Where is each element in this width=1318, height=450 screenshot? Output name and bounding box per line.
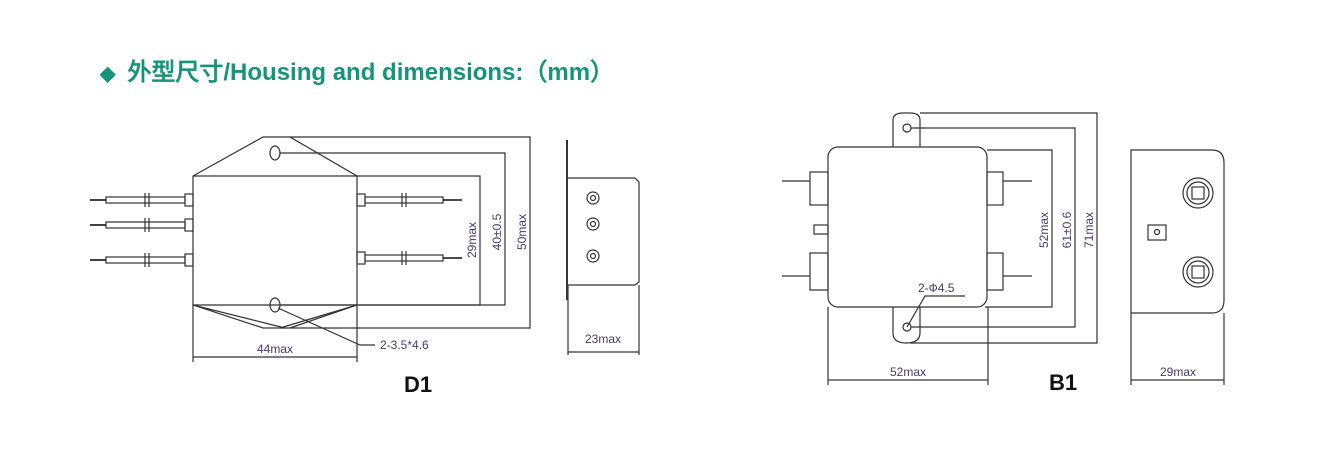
d1-dim-holes: 2-3.5*4.6 <box>380 338 429 352</box>
d1-dim-50max: 50max <box>515 214 529 250</box>
d1-side-view: 23max <box>566 140 640 355</box>
d1-dim-40: 40±0.5 <box>490 213 504 250</box>
b1-dim-61: 61±0.6 <box>1060 211 1074 248</box>
b1-dim-holes: 2-Ф4.5 <box>918 281 955 295</box>
b1-side-view: 29max <box>1130 149 1225 385</box>
b1-dim-29max: 29max <box>1160 365 1196 379</box>
d1-label: D1 <box>404 372 432 397</box>
b1-dim-52max-height: 52max <box>1037 212 1051 248</box>
title-text: 外型尺寸/Housing and dimensions:（mm） <box>127 59 615 86</box>
d1-front-view: 29max 40±0.5 50max 44max 2-3.5*4.6 <box>90 136 531 362</box>
b1-front-view: 52max 61±0.6 71max 2-Ф4.5 52max <box>782 112 1098 385</box>
d1-dim-23max: 23max <box>585 332 621 346</box>
b1-dim-52max-width: 52max <box>890 365 926 379</box>
section-title: ◆ 外型尺寸/Housing and dimensions:（mm） <box>100 52 614 87</box>
d1-dim-44max: 44max <box>257 342 293 356</box>
b1-label: B1 <box>1049 370 1077 395</box>
b1-dim-71max: 71max <box>1082 212 1096 248</box>
d1-dim-29max: 29max <box>465 222 479 258</box>
diamond-bullet-icon: ◆ <box>100 63 116 85</box>
